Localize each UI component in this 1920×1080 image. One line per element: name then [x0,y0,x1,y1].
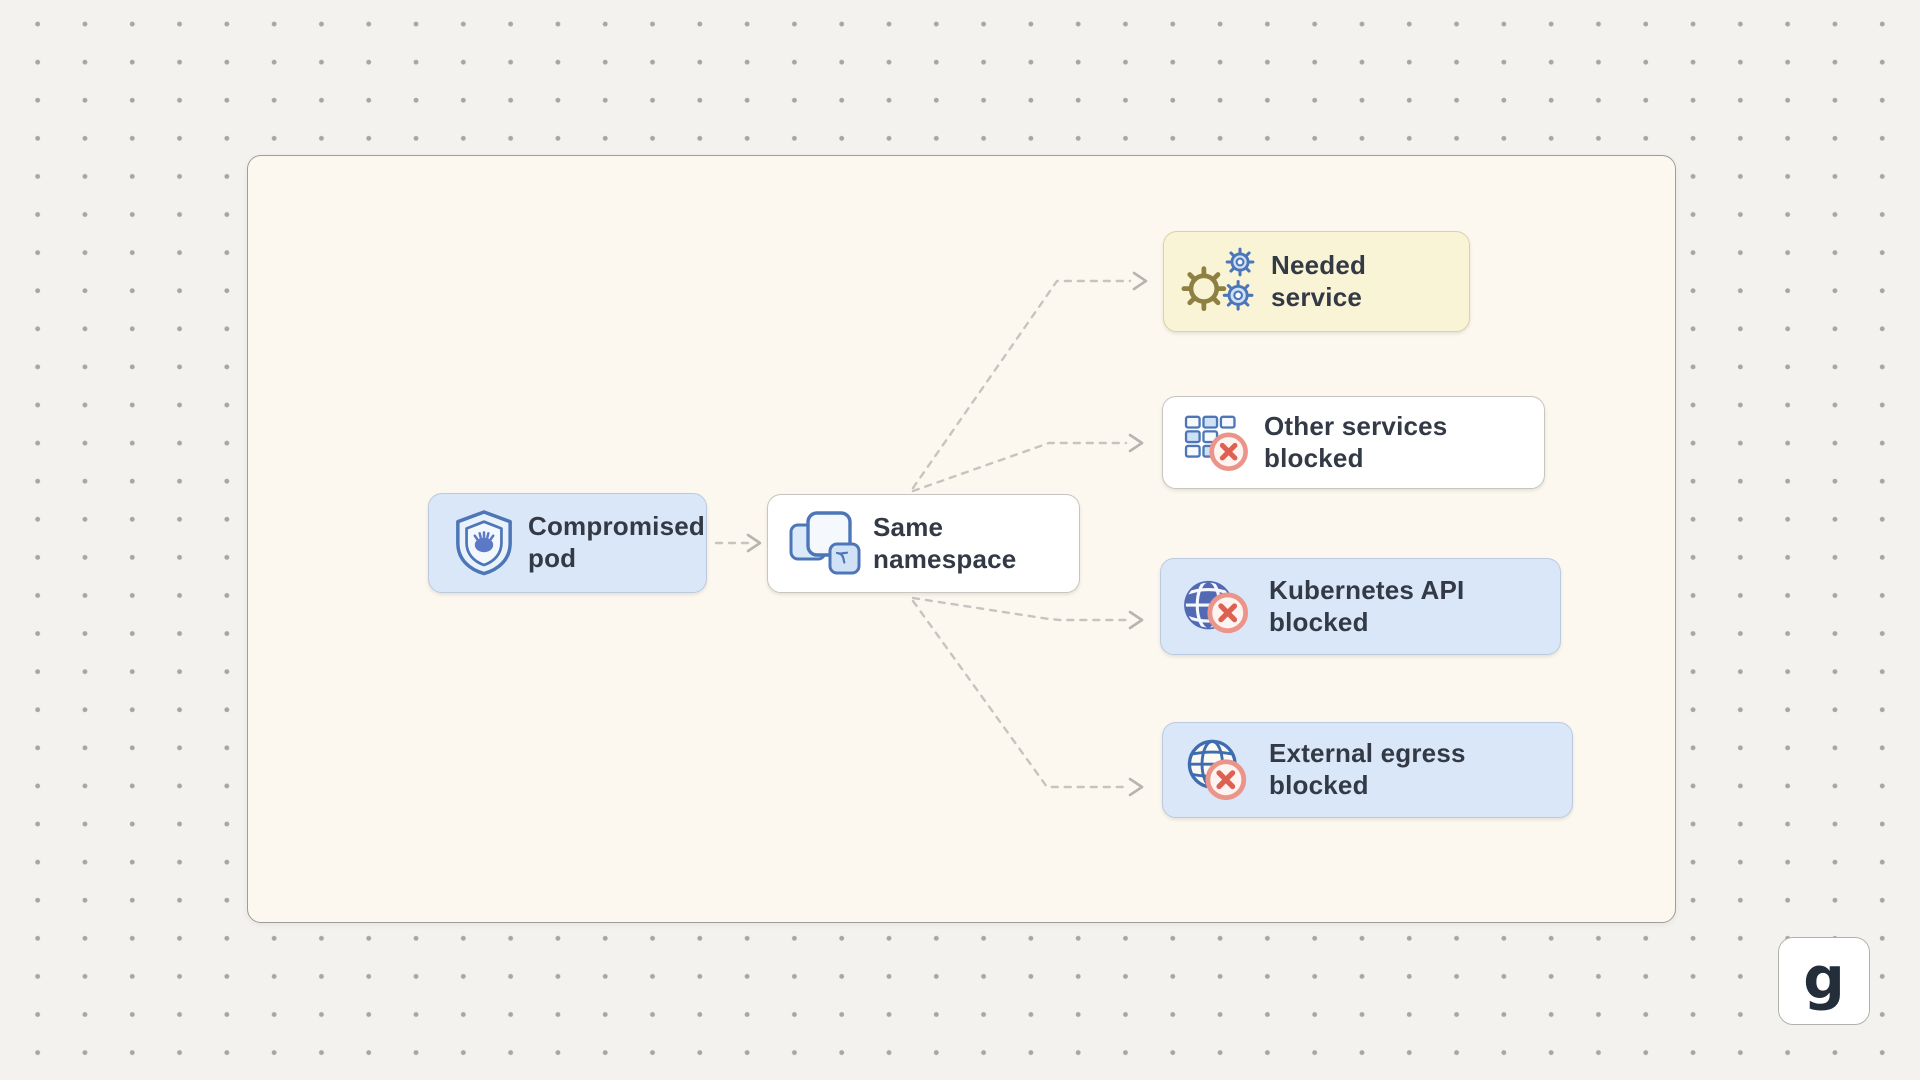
node-compromised-pod: Compromised pod [428,493,707,593]
gears-icon [1181,247,1255,311]
node-kubernetes-api-blocked: Kubernetes API blocked [1160,558,1561,655]
blocked-x-badge [1209,431,1248,471]
node-label: Needed service [1271,249,1367,312]
service-grid-blocked-icon [1184,415,1248,471]
logo-letter: g [1803,944,1845,1012]
node-other-services-blocked: Other services blocked [1162,396,1545,489]
node-label: Compromised pod [528,511,706,573]
node-label: Kubernetes API blocked [1269,574,1465,637]
node-label: Same namespace [873,511,1017,574]
logo-badge: g [1778,937,1870,1025]
node-needed-service: Needed service [1163,231,1470,332]
node-same-namespace: Same namespace [767,494,1080,593]
globe-blocked-icon [1187,739,1247,801]
kubernetes-globe-blocked-icon [1184,580,1249,633]
node-label: Other services blocked [1264,410,1448,473]
namespaces-icon [789,510,861,574]
node-external-egress-blocked: External egress blocked [1162,722,1573,818]
shield-bug-icon [456,510,512,576]
node-label: External egress blocked [1269,738,1466,800]
blocked-x-badge [1205,759,1247,801]
blocked-x-badge [1207,591,1249,633]
